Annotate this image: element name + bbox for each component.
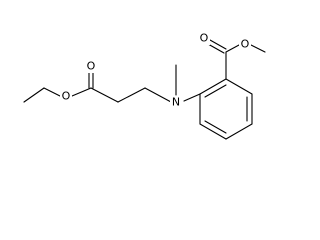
bond-chain-1 [90,87,119,103]
ethyl-ester-group [71,71,94,97]
atom-label-amine-n: N [170,96,183,109]
ring-inner-double-3 [204,120,227,134]
atom-label-benzoate-carbonyl-o: O [198,32,210,45]
atom-label-benzoate-ether-o: O [239,38,251,51]
bond-benzoate-carbonyl-double-1 [207,43,225,54]
ring-inner-double-1 [204,84,227,98]
bond-ether-oxygen-methyl [250,44,266,53]
bond-methylene-ether-oxygen [43,87,61,97]
ring-bond-5 [199,123,227,140]
atom-label-text: O [62,90,71,103]
bond-nitrogen-ring [183,93,201,102]
bond-benzoate-carbonyl-double-2 [209,39,227,50]
chemical-structure-drawing: O O N O O [23,32,266,140]
atom-label-ester-ether-o: O [60,90,72,103]
atom-label-text: O [241,38,250,51]
ring-bond-4 [225,123,253,140]
benzene-ring [199,78,253,140]
ring-bond-1 [199,78,227,95]
atom-label-text: O [200,32,209,45]
bond-chain-3 [144,87,172,103]
bond-ether-oxygen-carbonyl-carbon [71,87,92,97]
ring-bond-2 [225,78,253,95]
bond-methyl-methylene [23,87,45,103]
methyl-ester-group [207,39,266,80]
ethyl-group [23,87,61,103]
atom-label-ester-carbonyl-o: O [85,60,97,73]
atom-label-text: O [87,60,96,73]
bond-carbonyl-ether-oxygen [225,44,240,53]
butyl-chain [90,87,172,103]
atom-label-text: N [172,96,180,109]
bond-chain-2 [117,87,146,103]
